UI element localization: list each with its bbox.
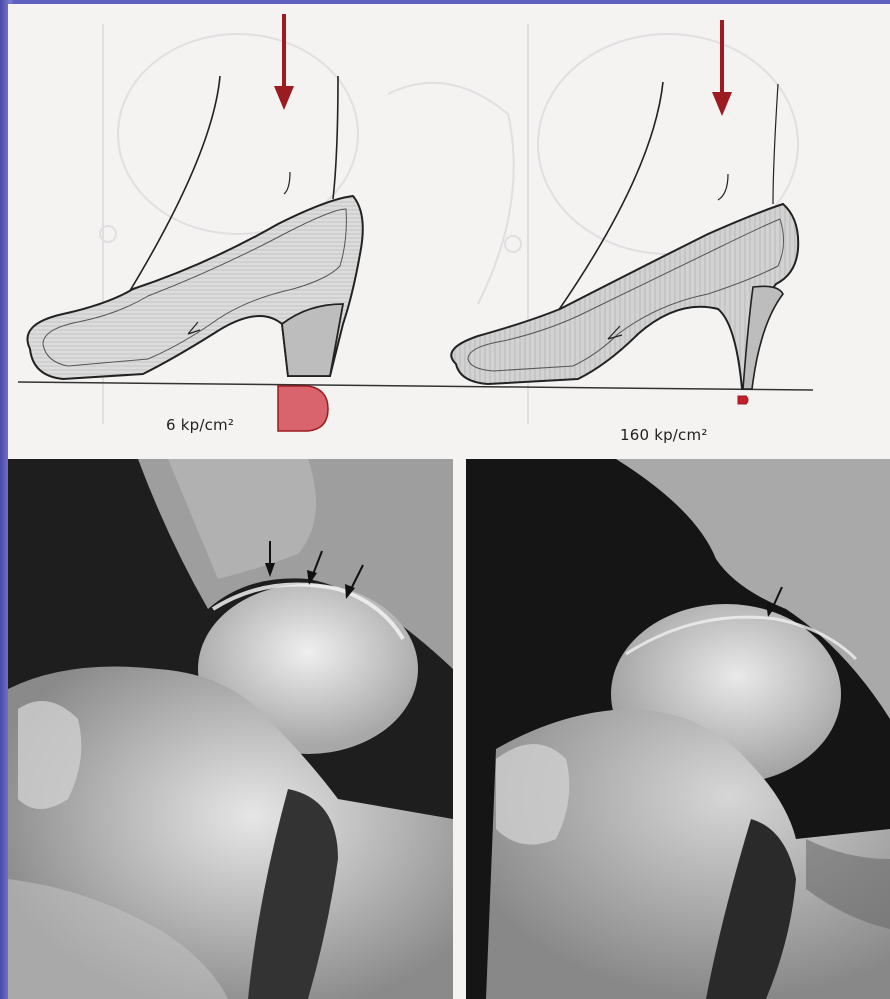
panel-gutter — [453, 459, 466, 999]
high-heel-shoe — [451, 82, 798, 389]
ground-line — [18, 382, 813, 390]
xray-right-panel — [466, 459, 890, 999]
shoe-illustration — [8, 4, 890, 459]
xray-left-panel — [8, 459, 453, 999]
load-arrow-right-icon — [712, 20, 732, 116]
contact-area-high-heel — [738, 396, 748, 404]
pressure-label-high-heel: 160 kp/cm² — [620, 426, 708, 444]
figure-page: 6 kp/cm² 160 kp/cm² — [8, 4, 890, 999]
load-arrow-left-icon — [274, 14, 294, 110]
pressure-label-low-heel: 6 kp/cm² — [166, 416, 234, 434]
contact-area-low-heel — [278, 386, 328, 431]
background-pelvis-sketch — [100, 24, 798, 424]
